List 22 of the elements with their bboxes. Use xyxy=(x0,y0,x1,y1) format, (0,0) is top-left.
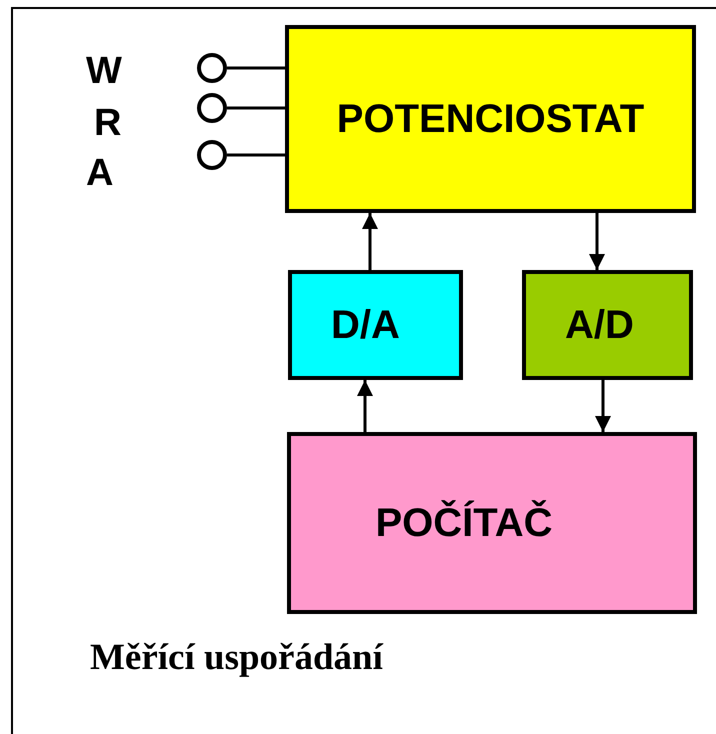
block-box xyxy=(522,270,693,380)
connector-line xyxy=(227,154,285,156)
arrow xyxy=(362,213,378,270)
arrow xyxy=(595,380,611,432)
electrode-label: R xyxy=(94,104,122,142)
block-label: POTENCIOSTAT xyxy=(336,96,644,142)
block-label: D/A xyxy=(331,302,400,348)
block-box xyxy=(285,25,696,213)
terminal-circle xyxy=(197,140,227,170)
terminal-circle xyxy=(197,53,227,83)
arrow xyxy=(357,380,373,432)
block-box xyxy=(288,270,463,380)
block-label: A/D xyxy=(565,302,634,348)
caption: Měřící uspořádání xyxy=(90,636,383,679)
electrode-label: A xyxy=(86,154,114,192)
arrow xyxy=(589,213,605,270)
connector-line xyxy=(227,106,285,110)
block-box xyxy=(287,432,697,614)
electrode-label: W xyxy=(86,52,122,90)
connector-line xyxy=(227,66,285,70)
terminal-circle xyxy=(197,93,227,123)
block-label: POČÍTAČ xyxy=(375,500,553,546)
